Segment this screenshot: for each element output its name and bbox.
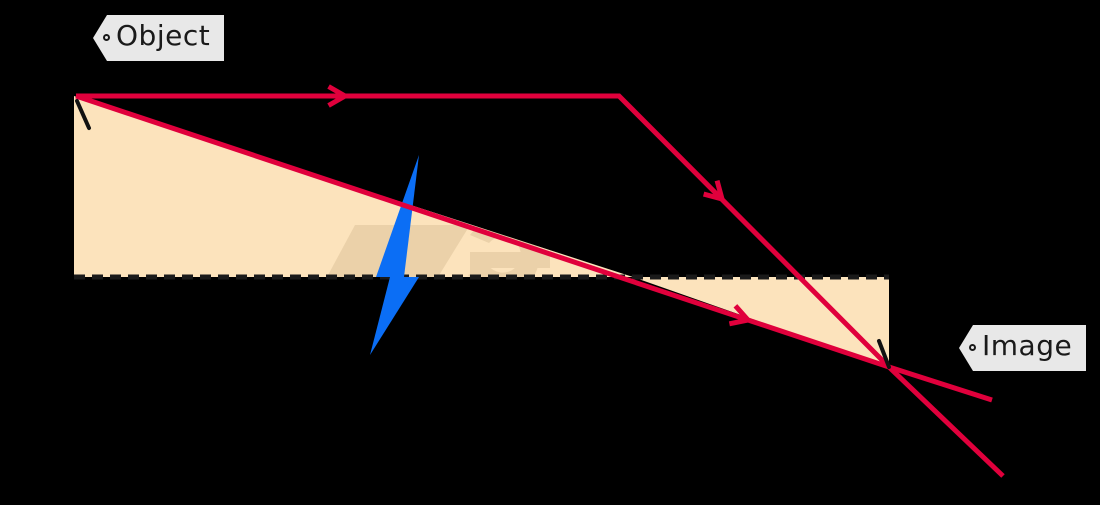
image-tick (877, 339, 891, 369)
parallel-incident-ray (76, 93, 891, 369)
image-label-text: Image (982, 329, 1073, 362)
diverging-lens (370, 155, 419, 355)
endpoint-ticks (75, 99, 891, 369)
lens-upper-blade (376, 155, 419, 277)
chevron-arrowhead (703, 180, 726, 203)
extended-ray-below-axis (888, 364, 993, 403)
chevron-arrowhead (728, 304, 753, 327)
tag-hole-icon (969, 343, 976, 351)
object-label-tag: Object (93, 15, 225, 61)
image-label-tag: Image (959, 325, 1087, 371)
lens-lower-blade (370, 277, 419, 355)
object-tick (75, 99, 91, 130)
object-label-text: Object (116, 19, 211, 52)
chevron-arrowhead (327, 84, 350, 108)
tag-hole-icon (103, 33, 110, 41)
ray-arrowheads (327, 84, 753, 327)
